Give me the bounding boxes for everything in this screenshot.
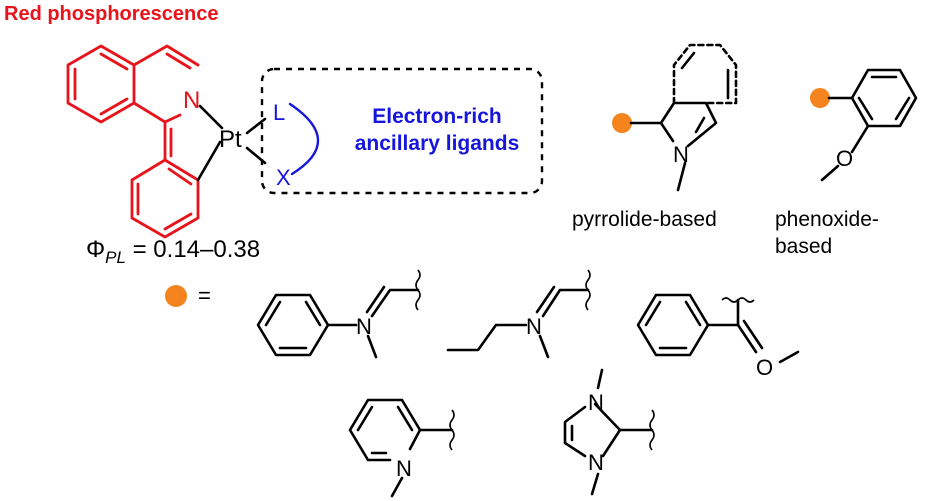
enolate-o-label: O: [756, 355, 773, 380]
scheme-title: Red phosphorescence: [4, 3, 219, 25]
quantum-yield: ΦPL = 0.14–0.38: [86, 236, 260, 267]
n-propyl-imine-structure: [446, 269, 591, 359]
box-label-line1: Electron-rich: [372, 105, 502, 128]
anionic-donor-label: X: [276, 165, 291, 190]
pyrrolide-label: pyrrolide-based: [572, 208, 717, 231]
pyridine-n-label: N: [396, 456, 412, 481]
platinum-label: Pt: [219, 126, 242, 153]
ancillary-ligand-box: [260, 67, 544, 195]
imine-n-label: N: [356, 314, 372, 339]
pyridine-structure: [348, 398, 455, 498]
imidazole-n-top: N: [588, 390, 604, 415]
phenoxide-label-line2: based: [775, 235, 832, 258]
phenoxide-structure: [810, 68, 918, 182]
attachment-dot: [612, 113, 632, 133]
pyrrole-n-label: N: [673, 142, 689, 167]
imidazole-n-bottom: N: [588, 450, 604, 475]
imidazole-structure: [563, 368, 655, 496]
box-label-line2: ancillary ligands: [355, 132, 520, 155]
n-pt-bond: [198, 104, 224, 130]
attachment-dot: [810, 88, 830, 108]
neutral-donor-label: L: [273, 100, 285, 125]
enolate-structure: [636, 293, 800, 364]
ancillary-arc: [288, 102, 320, 176]
nitrogen-label: N: [183, 87, 200, 114]
imine-n-label-2: N: [526, 314, 542, 339]
n-phenyl-imine-structure: [256, 269, 421, 359]
phenoxide-o-label: O: [836, 146, 853, 171]
legend-dot: [165, 285, 187, 307]
pyrrolide-structure: [612, 43, 738, 192]
equals-sign: =: [198, 283, 211, 308]
phenylisoquinoline-ligand: [66, 44, 200, 239]
c-pt-bond: [196, 140, 222, 182]
phenoxide-label-line1: phenoxide-: [775, 208, 879, 231]
